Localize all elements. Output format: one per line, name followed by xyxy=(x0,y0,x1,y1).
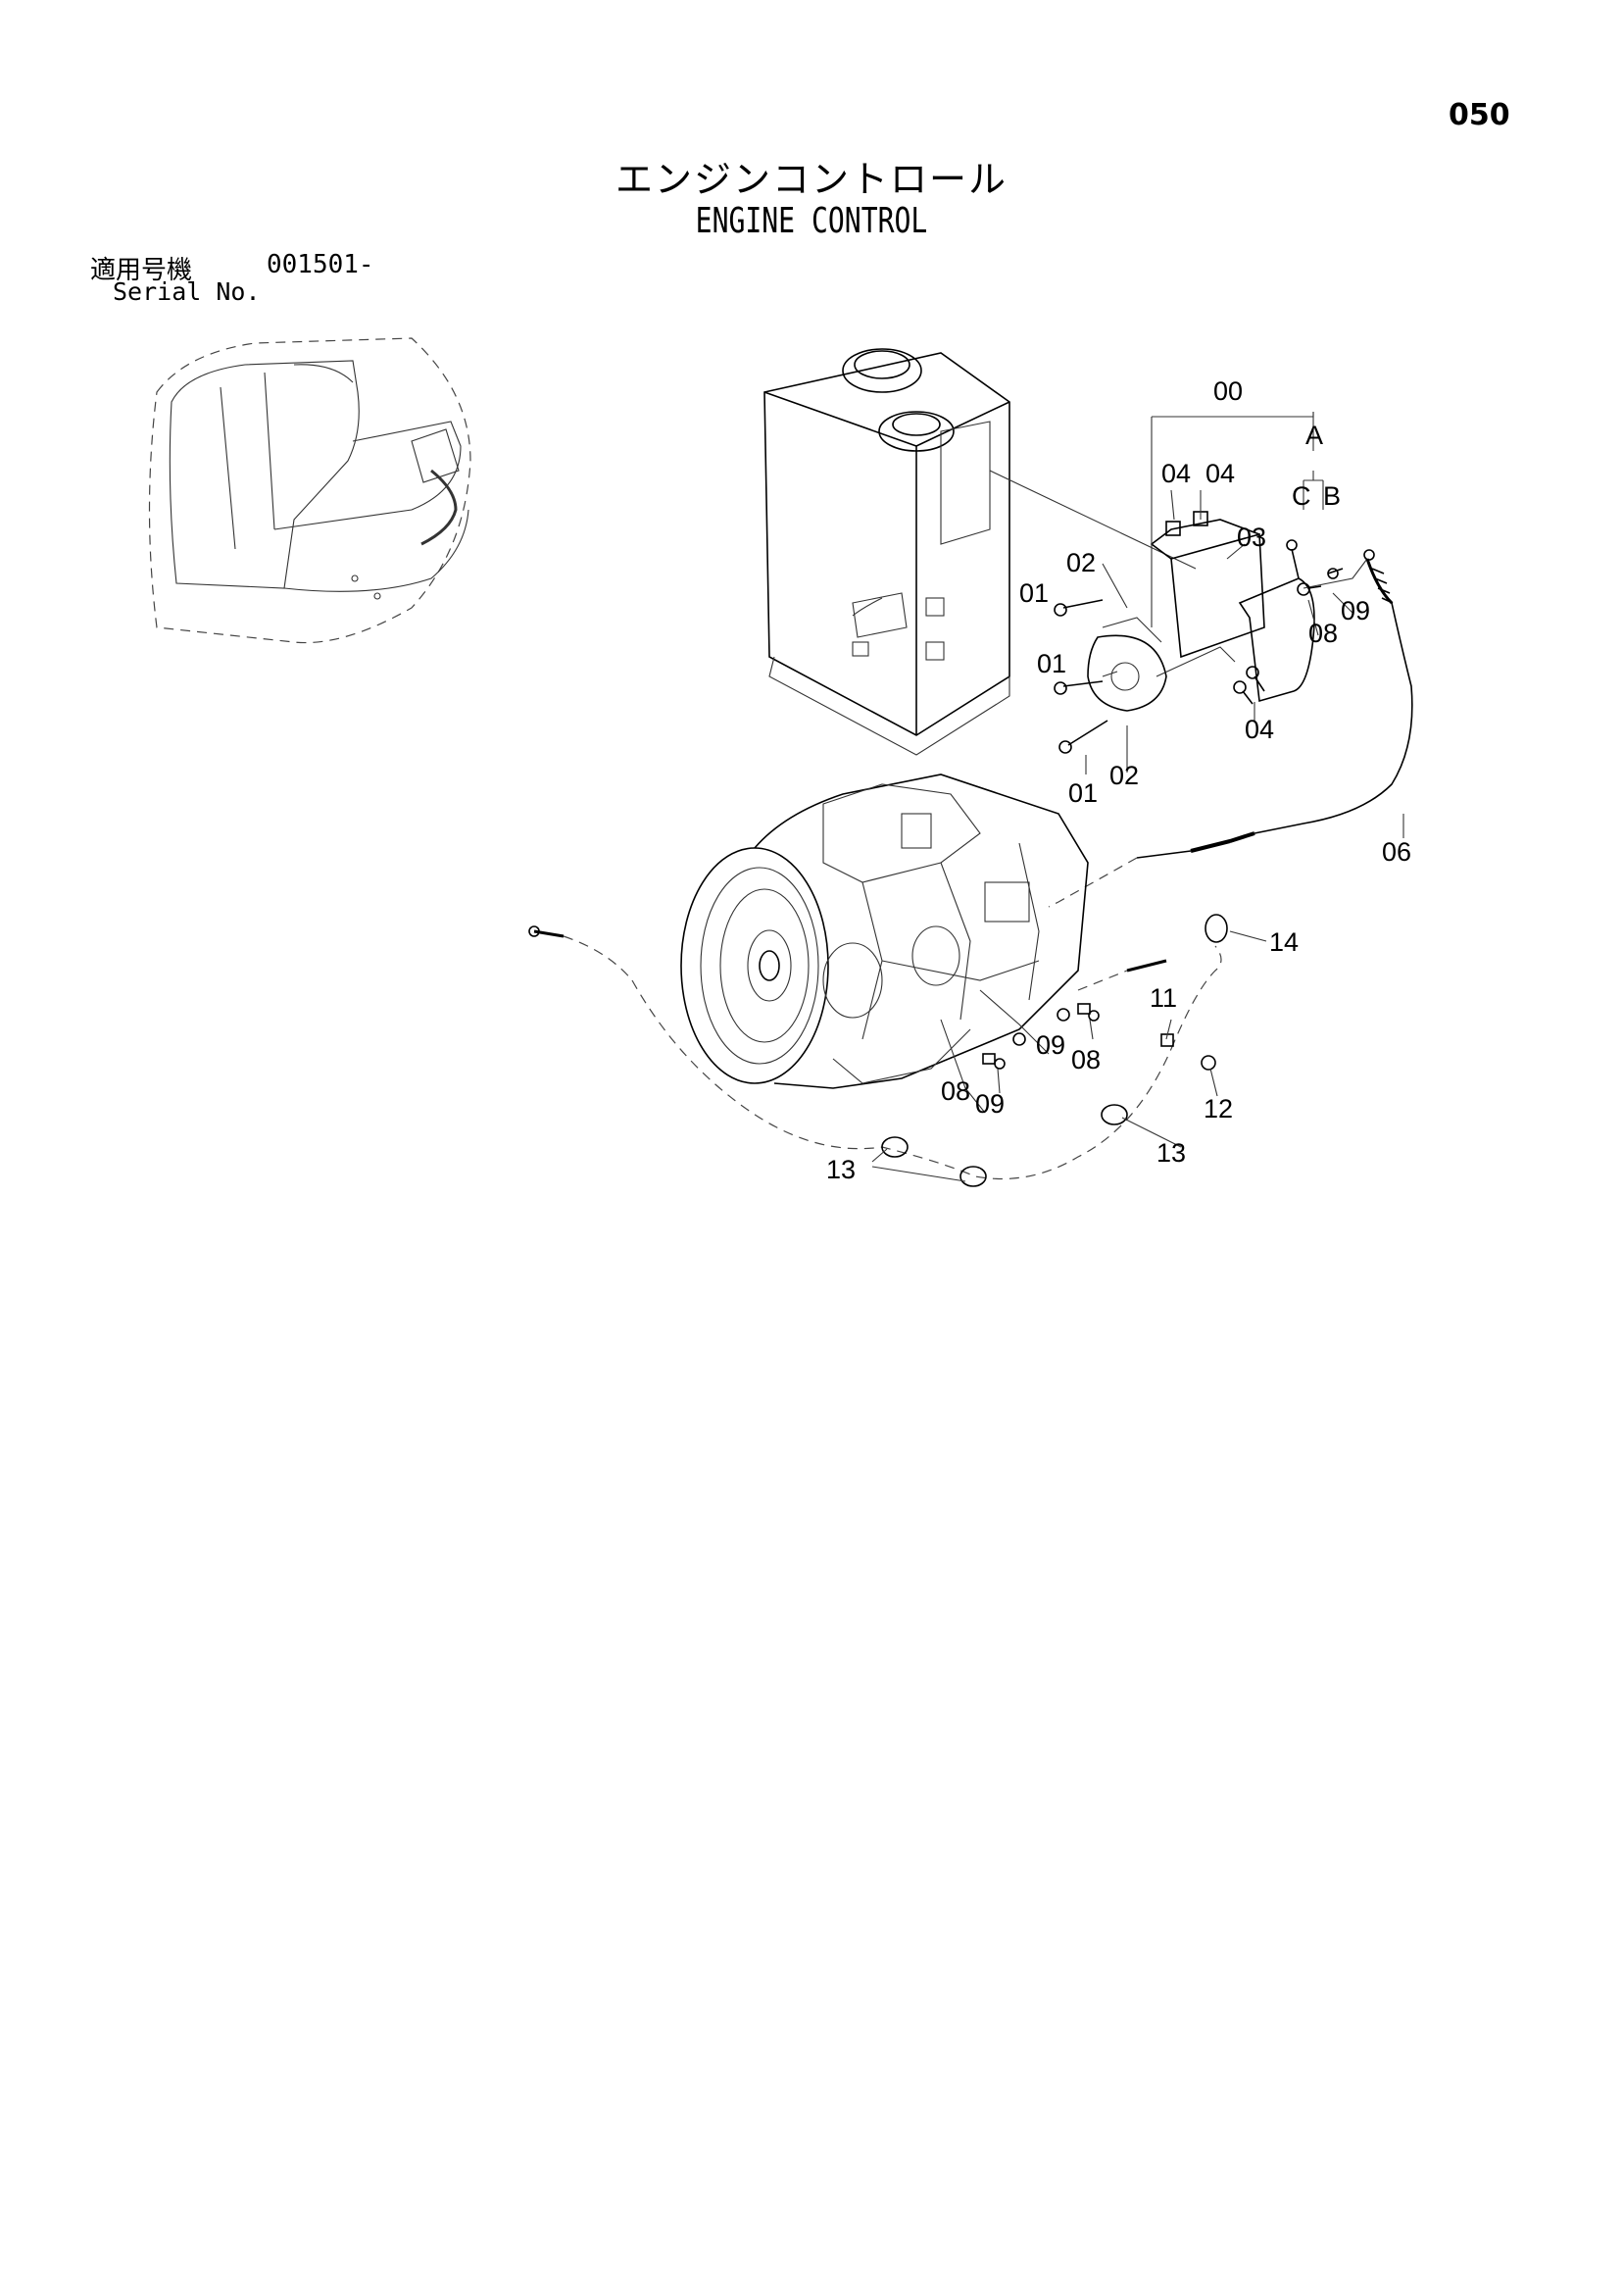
callout-09-c: 09 xyxy=(975,1089,1005,1119)
callout-09-a: 09 xyxy=(1341,596,1370,625)
callout-00: 00 xyxy=(1213,376,1243,406)
callout-13-b: 13 xyxy=(826,1155,856,1184)
hydraulic-tank xyxy=(763,348,1197,756)
callout-A: A xyxy=(1305,421,1323,450)
bolts xyxy=(1054,511,1344,754)
callout-01-a: 01 xyxy=(1019,578,1049,608)
serial-label-english: Serial No. xyxy=(113,277,261,306)
callout-08-a: 08 xyxy=(1308,619,1338,648)
serial-label-japanese: 適用号機 xyxy=(90,256,193,285)
callout-04-b: 04 xyxy=(1205,459,1235,488)
callout-02-a: 02 xyxy=(1066,548,1096,577)
callout-09-b: 09 xyxy=(1036,1030,1065,1060)
callout-01-c: 01 xyxy=(1068,778,1098,808)
callout-14: 14 xyxy=(1269,927,1299,957)
callout-01-b: 01 xyxy=(1037,649,1066,678)
callout-13-a: 13 xyxy=(1156,1138,1186,1168)
callout-06: 06 xyxy=(1382,837,1411,867)
excavator-cab-overview xyxy=(148,337,471,644)
callout-08-c: 08 xyxy=(941,1076,970,1106)
stop-cable xyxy=(528,914,1228,1187)
serial-number-value: 001501- xyxy=(267,250,374,279)
callout-12: 12 xyxy=(1204,1094,1233,1123)
callout-02-b: 02 xyxy=(1109,761,1139,790)
page-number: 050 xyxy=(1449,98,1510,132)
title-english: ENGINE CONTROL xyxy=(695,201,928,241)
engine xyxy=(680,774,1089,1089)
callout-04-c: 04 xyxy=(1245,715,1274,744)
callout-B: B xyxy=(1323,481,1341,511)
callout-C: C xyxy=(1292,481,1311,511)
callout-11: 11 xyxy=(1150,983,1177,1013)
engine-control-bracket xyxy=(1087,519,1368,712)
callout-03: 03 xyxy=(1237,523,1266,552)
callout-labels: 00 A C B 04 04 03 02 01 01 09 08 04 01 0… xyxy=(826,376,1411,1184)
throttle-cable xyxy=(1048,549,1413,908)
callout-08-b: 08 xyxy=(1071,1045,1101,1074)
title-japanese: エンジンコントロール xyxy=(615,158,1008,201)
callout-04-a: 04 xyxy=(1161,459,1191,488)
leader-lines xyxy=(871,412,1404,1182)
